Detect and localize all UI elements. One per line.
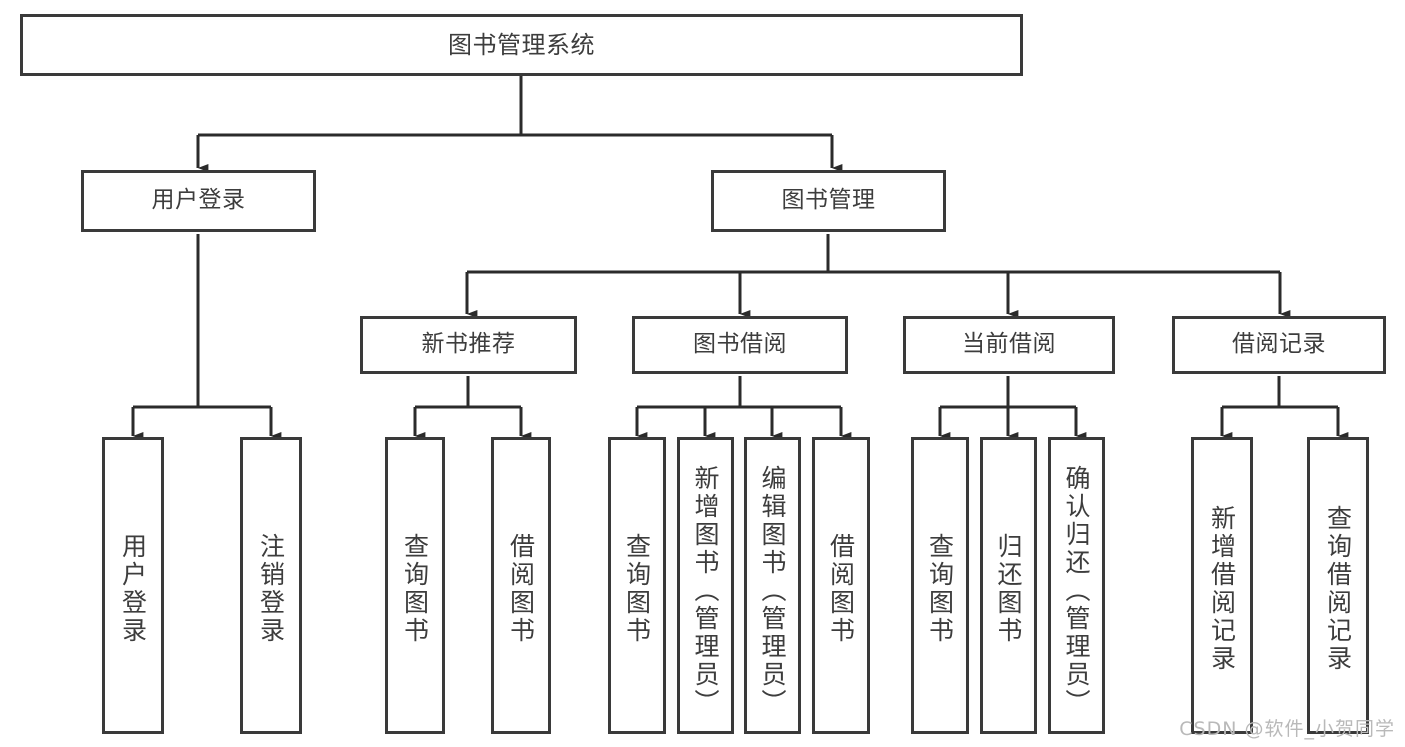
node-label: 借阅记录: [1232, 331, 1326, 358]
leaf-borrow-record-query[interactable]: 查询借阅记录: [1307, 437, 1369, 734]
node-label: 编辑图书（管理员）: [758, 464, 787, 717]
node-label: 用户登录: [151, 187, 246, 214]
node-user-login[interactable]: 用户登录: [81, 170, 316, 232]
node-book-management[interactable]: 图书管理: [711, 170, 946, 232]
leaf-book-borrow-edit[interactable]: 编辑图书（管理员）: [744, 437, 801, 734]
node-label: 查询借阅记录: [1323, 504, 1353, 673]
node-label: 确认归还（管理员）: [1062, 464, 1091, 717]
leaf-user-login-signout[interactable]: 注销登录: [240, 437, 302, 734]
leaf-new-book-query[interactable]: 查询图书: [385, 437, 445, 734]
node-label: 查询图书: [925, 532, 955, 645]
node-label: 借阅图书: [506, 532, 536, 645]
node-label: 新增借阅记录: [1207, 504, 1237, 673]
node-label: 图书管理系统: [448, 30, 595, 59]
leaf-borrow-record-add[interactable]: 新增借阅记录: [1191, 437, 1253, 734]
leaf-book-borrow-query[interactable]: 查询图书: [608, 437, 666, 734]
node-label: 归还图书: [994, 532, 1023, 645]
node-new-book-recommend[interactable]: 新书推荐: [360, 316, 577, 374]
node-label: 新增图书（管理员）: [691, 464, 720, 717]
leaf-user-login-signin[interactable]: 用户登录: [102, 437, 164, 734]
node-book-borrow[interactable]: 图书借阅: [632, 316, 848, 374]
node-label: 注销登录: [256, 532, 286, 645]
leaf-current-borrow-confirm-return[interactable]: 确认归还（管理员）: [1048, 437, 1105, 734]
node-current-borrow[interactable]: 当前借阅: [903, 316, 1115, 374]
node-label: 图书管理: [781, 187, 876, 214]
leaf-current-borrow-query[interactable]: 查询图书: [911, 437, 969, 734]
node-root-system[interactable]: 图书管理系统: [20, 14, 1023, 76]
leaf-new-book-borrow[interactable]: 借阅图书: [491, 437, 551, 734]
node-label: 图书借阅: [693, 331, 787, 358]
node-label: 用户登录: [118, 532, 148, 645]
leaf-book-borrow-lend[interactable]: 借阅图书: [812, 437, 870, 734]
node-label: 借阅图书: [826, 532, 856, 645]
node-label: 新书推荐: [421, 331, 516, 358]
leaf-book-borrow-add[interactable]: 新增图书（管理员）: [677, 437, 734, 734]
node-label: 当前借阅: [962, 331, 1056, 358]
node-borrow-record[interactable]: 借阅记录: [1172, 316, 1386, 374]
csdn-watermark: CSDN @软件_小贺同学: [1179, 718, 1395, 740]
node-label: 查询图书: [400, 532, 430, 645]
node-label: 查询图书: [622, 532, 652, 645]
leaf-current-borrow-return[interactable]: 归还图书: [980, 437, 1037, 734]
